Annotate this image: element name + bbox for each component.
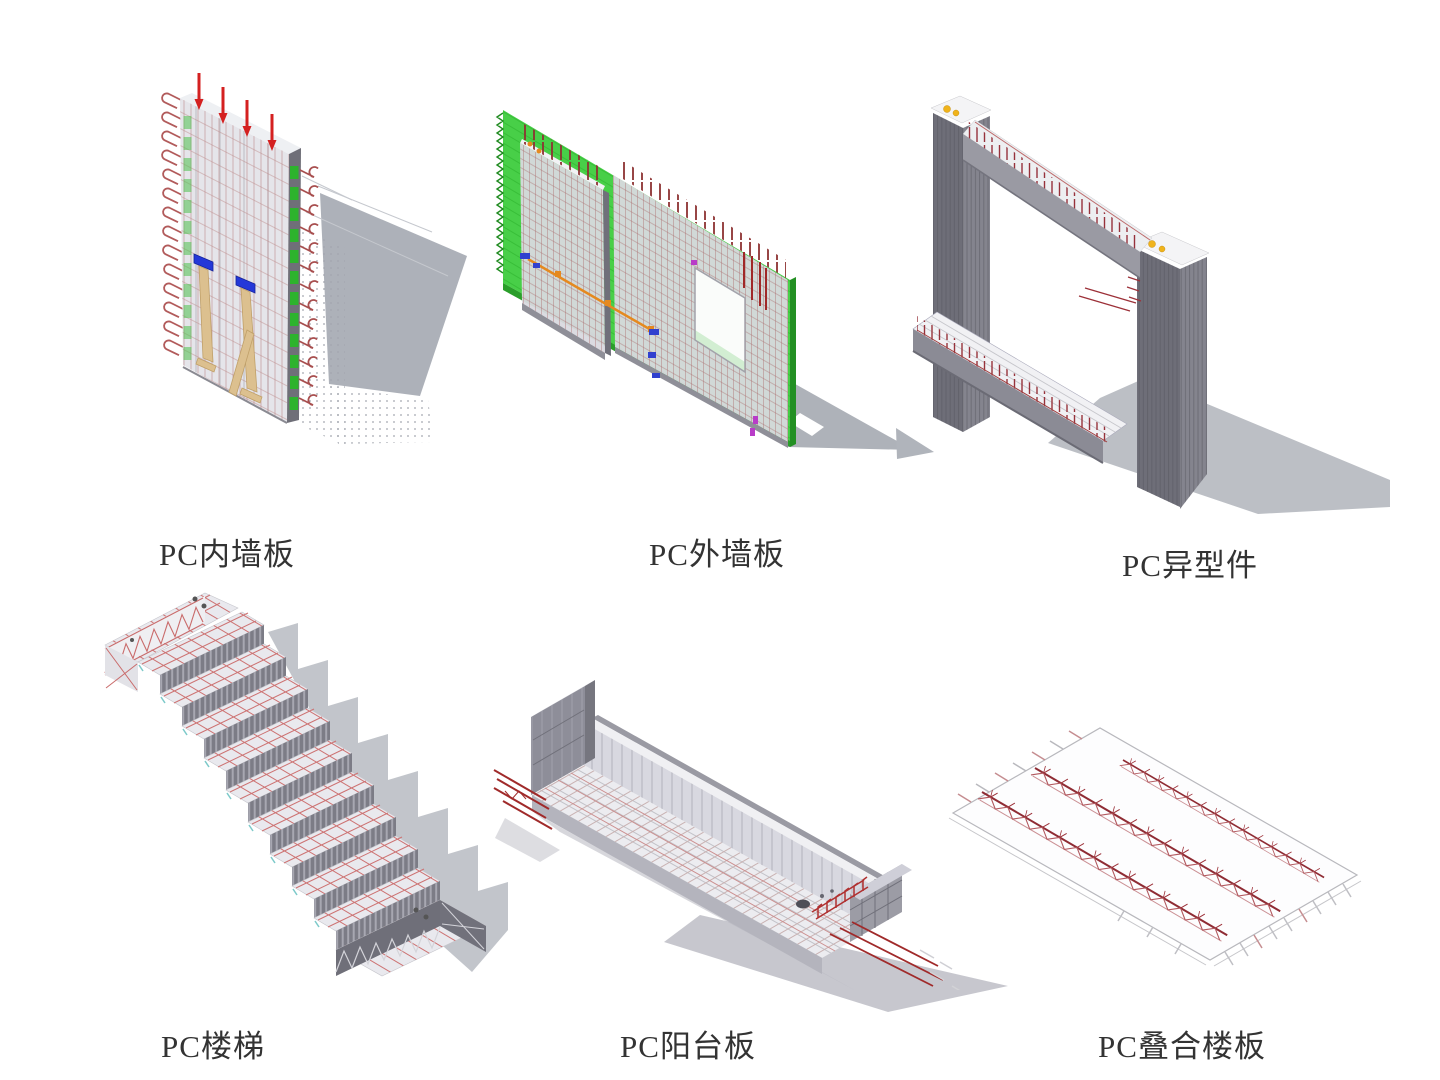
shadow	[788, 380, 913, 450]
left-rebar-hooks	[161, 92, 184, 357]
magenta-marks	[691, 260, 758, 436]
shadow	[298, 175, 467, 446]
mesh-panel-left	[520, 139, 611, 360]
blue-clamps	[520, 253, 660, 378]
mesh-panel-right	[613, 175, 788, 448]
rebar-cluster-right	[743, 252, 767, 310]
pc-stairs-render	[104, 592, 508, 977]
caption-stairs: PC楼梯	[161, 1029, 265, 1064]
green-spacers-left	[183, 116, 192, 360]
caption-special-shaped-component: PC异型件	[1122, 548, 1258, 583]
left-end-wall	[531, 680, 595, 795]
green-spacers-right	[289, 166, 299, 410]
ground-dashes	[919, 949, 953, 970]
protruding-rebar-left	[493, 769, 553, 830]
back-parapet	[584, 715, 888, 928]
caption-composite-floor-slab: PC叠合楼板	[1098, 1029, 1266, 1064]
edge-rebar-stubs-front	[1117, 910, 1182, 955]
lifting-anchor	[943, 105, 951, 113]
bottom-landing	[335, 899, 487, 977]
slab	[532, 765, 874, 974]
ground-dashes	[929, 971, 961, 990]
caption-interior-wall-panel: PC内墙板	[159, 537, 295, 572]
edge-rebar-stubs-right	[1224, 883, 1352, 966]
caption-exterior-wall-panel: PC外墙板	[649, 537, 785, 572]
pc-composite-floor-slab-render	[929, 727, 1362, 990]
edge-rebar-stubs-top	[957, 730, 1083, 803]
bottom-beam	[912, 311, 1128, 464]
opening-rebar-lines	[1078, 276, 1142, 312]
top-landing	[104, 592, 239, 692]
pc-balcony-slab-render	[493, 680, 1008, 1012]
pc-exterior-wall-panel-render	[495, 110, 913, 450]
lifting-anchor	[1158, 245, 1166, 253]
pc-special-shaped-component-render	[896, 95, 1390, 514]
stirrup-hooks	[963, 118, 1140, 254]
top-beam	[962, 118, 1153, 279]
stepped-shadow	[268, 623, 508, 972]
top-rebar-stubs	[524, 124, 786, 278]
edge-stirrups	[811, 876, 869, 920]
pc-interior-wall-panel-render	[161, 71, 467, 446]
right-end-box	[849, 864, 912, 942]
window-opening	[694, 266, 746, 374]
caption-balcony-slab: PC阳台板	[620, 1029, 756, 1064]
shadow	[896, 378, 1390, 514]
stirrup-hooks	[917, 316, 1107, 443]
lifting-anchor	[1148, 240, 1156, 248]
protruding-rebar-right	[829, 921, 944, 987]
support-props	[195, 265, 263, 404]
slab-plate	[948, 727, 1362, 967]
brace-clamps	[193, 253, 256, 294]
drain-hole	[796, 889, 834, 909]
right-column	[1134, 231, 1210, 509]
lifting-anchor	[952, 109, 960, 117]
